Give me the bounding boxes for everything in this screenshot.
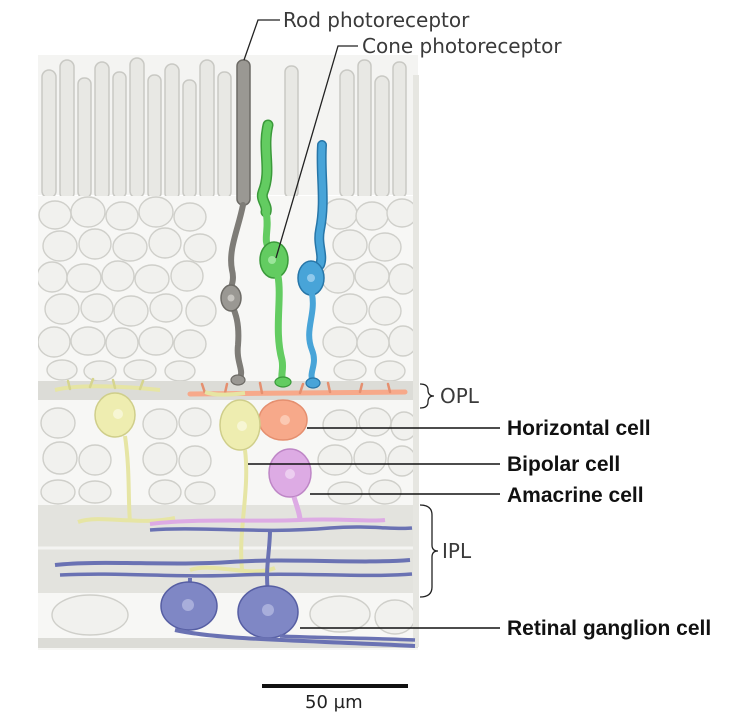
nerve-fiber-layer [38, 638, 418, 648]
retinal-ganglion-cell-label: Retinal ganglion cell [507, 617, 712, 640]
inner-limiting-edge [413, 75, 419, 647]
inner-nuclear-cells [40, 407, 418, 505]
photoreceptor-outer-segments [41, 57, 407, 201]
bipolar-cell-label: Bipolar cell [507, 453, 621, 476]
cone-photoreceptor-label: Cone photoreceptor [362, 34, 562, 58]
leader-lines [243, 19, 439, 598]
bipolar-cells [54, 377, 276, 574]
cone-photoreceptor-blue [297, 140, 328, 389]
cone-leader-line [275, 45, 358, 259]
scale-bar-label: 50 µm [305, 692, 363, 713]
amacrine-cell-label: Amacrine cell [507, 484, 644, 507]
rod-photoreceptor [220, 59, 251, 386]
rod-leader-line [243, 19, 280, 61]
amacrine-cell [149, 448, 386, 526]
outer-nuclear-cells [38, 196, 418, 382]
cone-photoreceptor-green [256, 119, 292, 388]
ipl-label: IPL [442, 539, 472, 563]
retinal-ganglion-cells [54, 525, 416, 648]
opl-bracket [419, 383, 435, 409]
tissue-background [38, 55, 418, 650]
callout-lines [248, 427, 500, 629]
opl-label: OPL [440, 384, 479, 408]
horizontal-cell-label: Horizontal cell [507, 417, 651, 440]
ganglion-layer-cells [51, 594, 416, 636]
ipl-bracket [419, 504, 439, 598]
rod-photoreceptor-label: Rod photoreceptor [283, 8, 470, 32]
